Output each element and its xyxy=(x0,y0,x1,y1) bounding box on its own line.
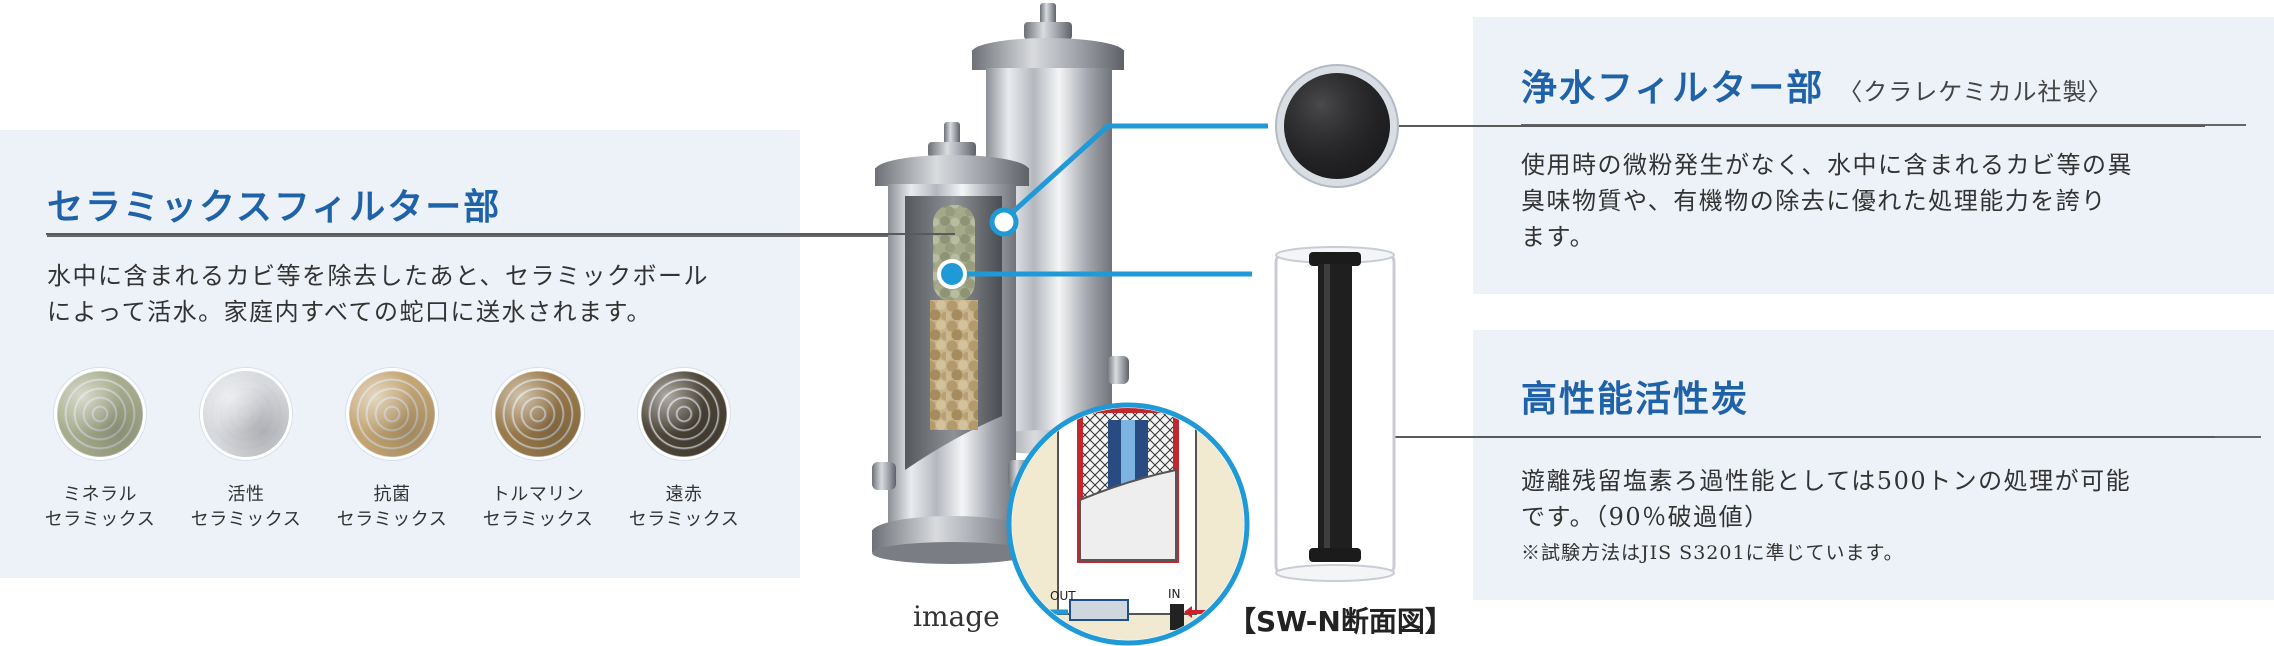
ceramic-ball-label-line2: セラミックス xyxy=(628,509,740,530)
purification-callout-connector xyxy=(1002,124,1110,222)
ceramic-ball-label-line1: 抗菌 xyxy=(373,484,411,505)
far-infrared-ceramic-ball-image xyxy=(638,368,730,460)
purification-filter-heading: 浄水フィルター部〈クラレケミカル社製〉 xyxy=(1521,59,2113,111)
ceramic-ball-item: 抗菌 セラミックス xyxy=(322,368,462,532)
ceramic-ball-label: 抗菌 セラミックス xyxy=(322,482,462,532)
ceramic-divider xyxy=(47,235,947,237)
image-caption: image xyxy=(913,600,1000,633)
ceramic-ball-label-line2: セラミックス xyxy=(190,509,302,530)
ceramic-ball-label-line1: 遠赤 xyxy=(665,484,703,505)
ceramic-ball-label-line1: ミネラル xyxy=(63,484,137,505)
in-port-label: IN xyxy=(1168,587,1181,601)
ceramic-filter-panel: セラミックスフィルター部 水中に含まれるカビ等を除去したあと、セラミックボール … xyxy=(0,130,947,578)
purification-filter-title: 浄水フィルター部 xyxy=(1521,68,1825,109)
ceramic-ball-label: 活性 セラミックス xyxy=(176,482,316,532)
activated-carbon-heading: 高性能活性炭 xyxy=(1521,379,1750,420)
ceramic-ball-item: トルマリン セラミックス xyxy=(468,368,608,532)
purification-description-line-3: ます。 xyxy=(1521,223,1596,251)
purification-description-line-2: 臭味物質や、有機物の除去に優れた処理能力を誇り xyxy=(1521,187,2107,215)
out-port-label: OUT xyxy=(1050,589,1076,603)
purification-callout-dot xyxy=(989,207,1019,237)
ceramic-description-line-1: 水中に含まれるカビ等を除去したあと、セラミックボール xyxy=(47,262,710,290)
active-ceramic-ball-image xyxy=(200,368,292,460)
purification-filter-panel: 浄水フィルター部〈クラレケミカル社製〉 使用時の微粉発生がなく、水中に含まれるカ… xyxy=(1473,17,2274,294)
ceramic-ball-label-line1: 活性 xyxy=(227,484,265,505)
purification-description: 使用時の微粉発生がなく、水中に含まれるカビ等の異 臭味物質や、有機物の除去に優れ… xyxy=(1521,147,2241,255)
ceramic-ball-label-line1: トルマリン xyxy=(491,484,585,505)
ceramic-filter-heading: セラミックスフィルター部 xyxy=(47,187,502,228)
ceramic-ball-item: 遠赤 セラミックス xyxy=(614,368,754,532)
activated-carbon-panel: 高性能活性炭 遊離残留塩素ろ過性能としては500トンの処理が可能 です。（90％… xyxy=(1473,330,2274,600)
test-method-note: ※試験方法はJIS S3201に準じています。 xyxy=(1521,542,1904,564)
ceramic-ball-label: トルマリン セラミックス xyxy=(468,482,608,532)
ceramic-ball-list: ミネラル セラミックス 活性 セラミックス 抗菌 セラミックス トルマリン セラ… xyxy=(30,368,790,558)
cross-section-diagram: OUT IN xyxy=(1006,402,1250,646)
activated-carbon-description: 遊離残留塩素ろ過性能としては500トンの処理が可能 です。（90％破過値） xyxy=(1521,463,2251,535)
ceramic-ball-label: 遠赤 セラミックス xyxy=(614,482,754,532)
cross-section-caption: 【SW-N断面図】 xyxy=(1228,605,1453,638)
ceramic-description-line-2: によって活水。家庭内すべての蛇口に送水されます。 xyxy=(47,298,653,326)
ceramic-callout-dot xyxy=(937,259,967,289)
activated-carbon-description-line-1: 遊離残留塩素ろ過性能としては500トンの処理が可能 xyxy=(1521,467,2132,495)
ceramic-ball-label-line2: セラミックス xyxy=(44,509,156,530)
front-filter-housing xyxy=(872,122,1032,564)
purification-description-line-1: 使用時の微粉発生がなく、水中に含まれるカビ等の異 xyxy=(1521,151,2133,179)
ceramic-ball-label: ミネラル セラミックス xyxy=(30,482,170,532)
ceramic-description: 水中に含まれるカビ等を除去したあと、セラミックボール によって活水。家庭内すべて… xyxy=(47,258,767,330)
antibacterial-ceramic-ball-image xyxy=(346,368,438,460)
purification-filter-maker: 〈クラレケミカル社製〉 xyxy=(1838,78,2113,106)
ceramic-ball-item: 活性 セラミックス xyxy=(176,368,316,532)
purification-filter-pad-image xyxy=(1275,64,1399,188)
activated-carbon-cartridge-image xyxy=(1274,246,1396,582)
tourmaline-ceramic-ball-image xyxy=(492,368,584,460)
ceramic-ball-item: ミネラル セラミックス xyxy=(30,368,170,532)
mineral-ceramic-ball-image xyxy=(54,368,146,460)
activated-carbon-description-line-2: です。（90％破過値） xyxy=(1521,503,1770,531)
ceramic-ball-label-line2: セラミックス xyxy=(482,509,594,530)
ceramic-ball-label-line2: セラミックス xyxy=(336,509,448,530)
